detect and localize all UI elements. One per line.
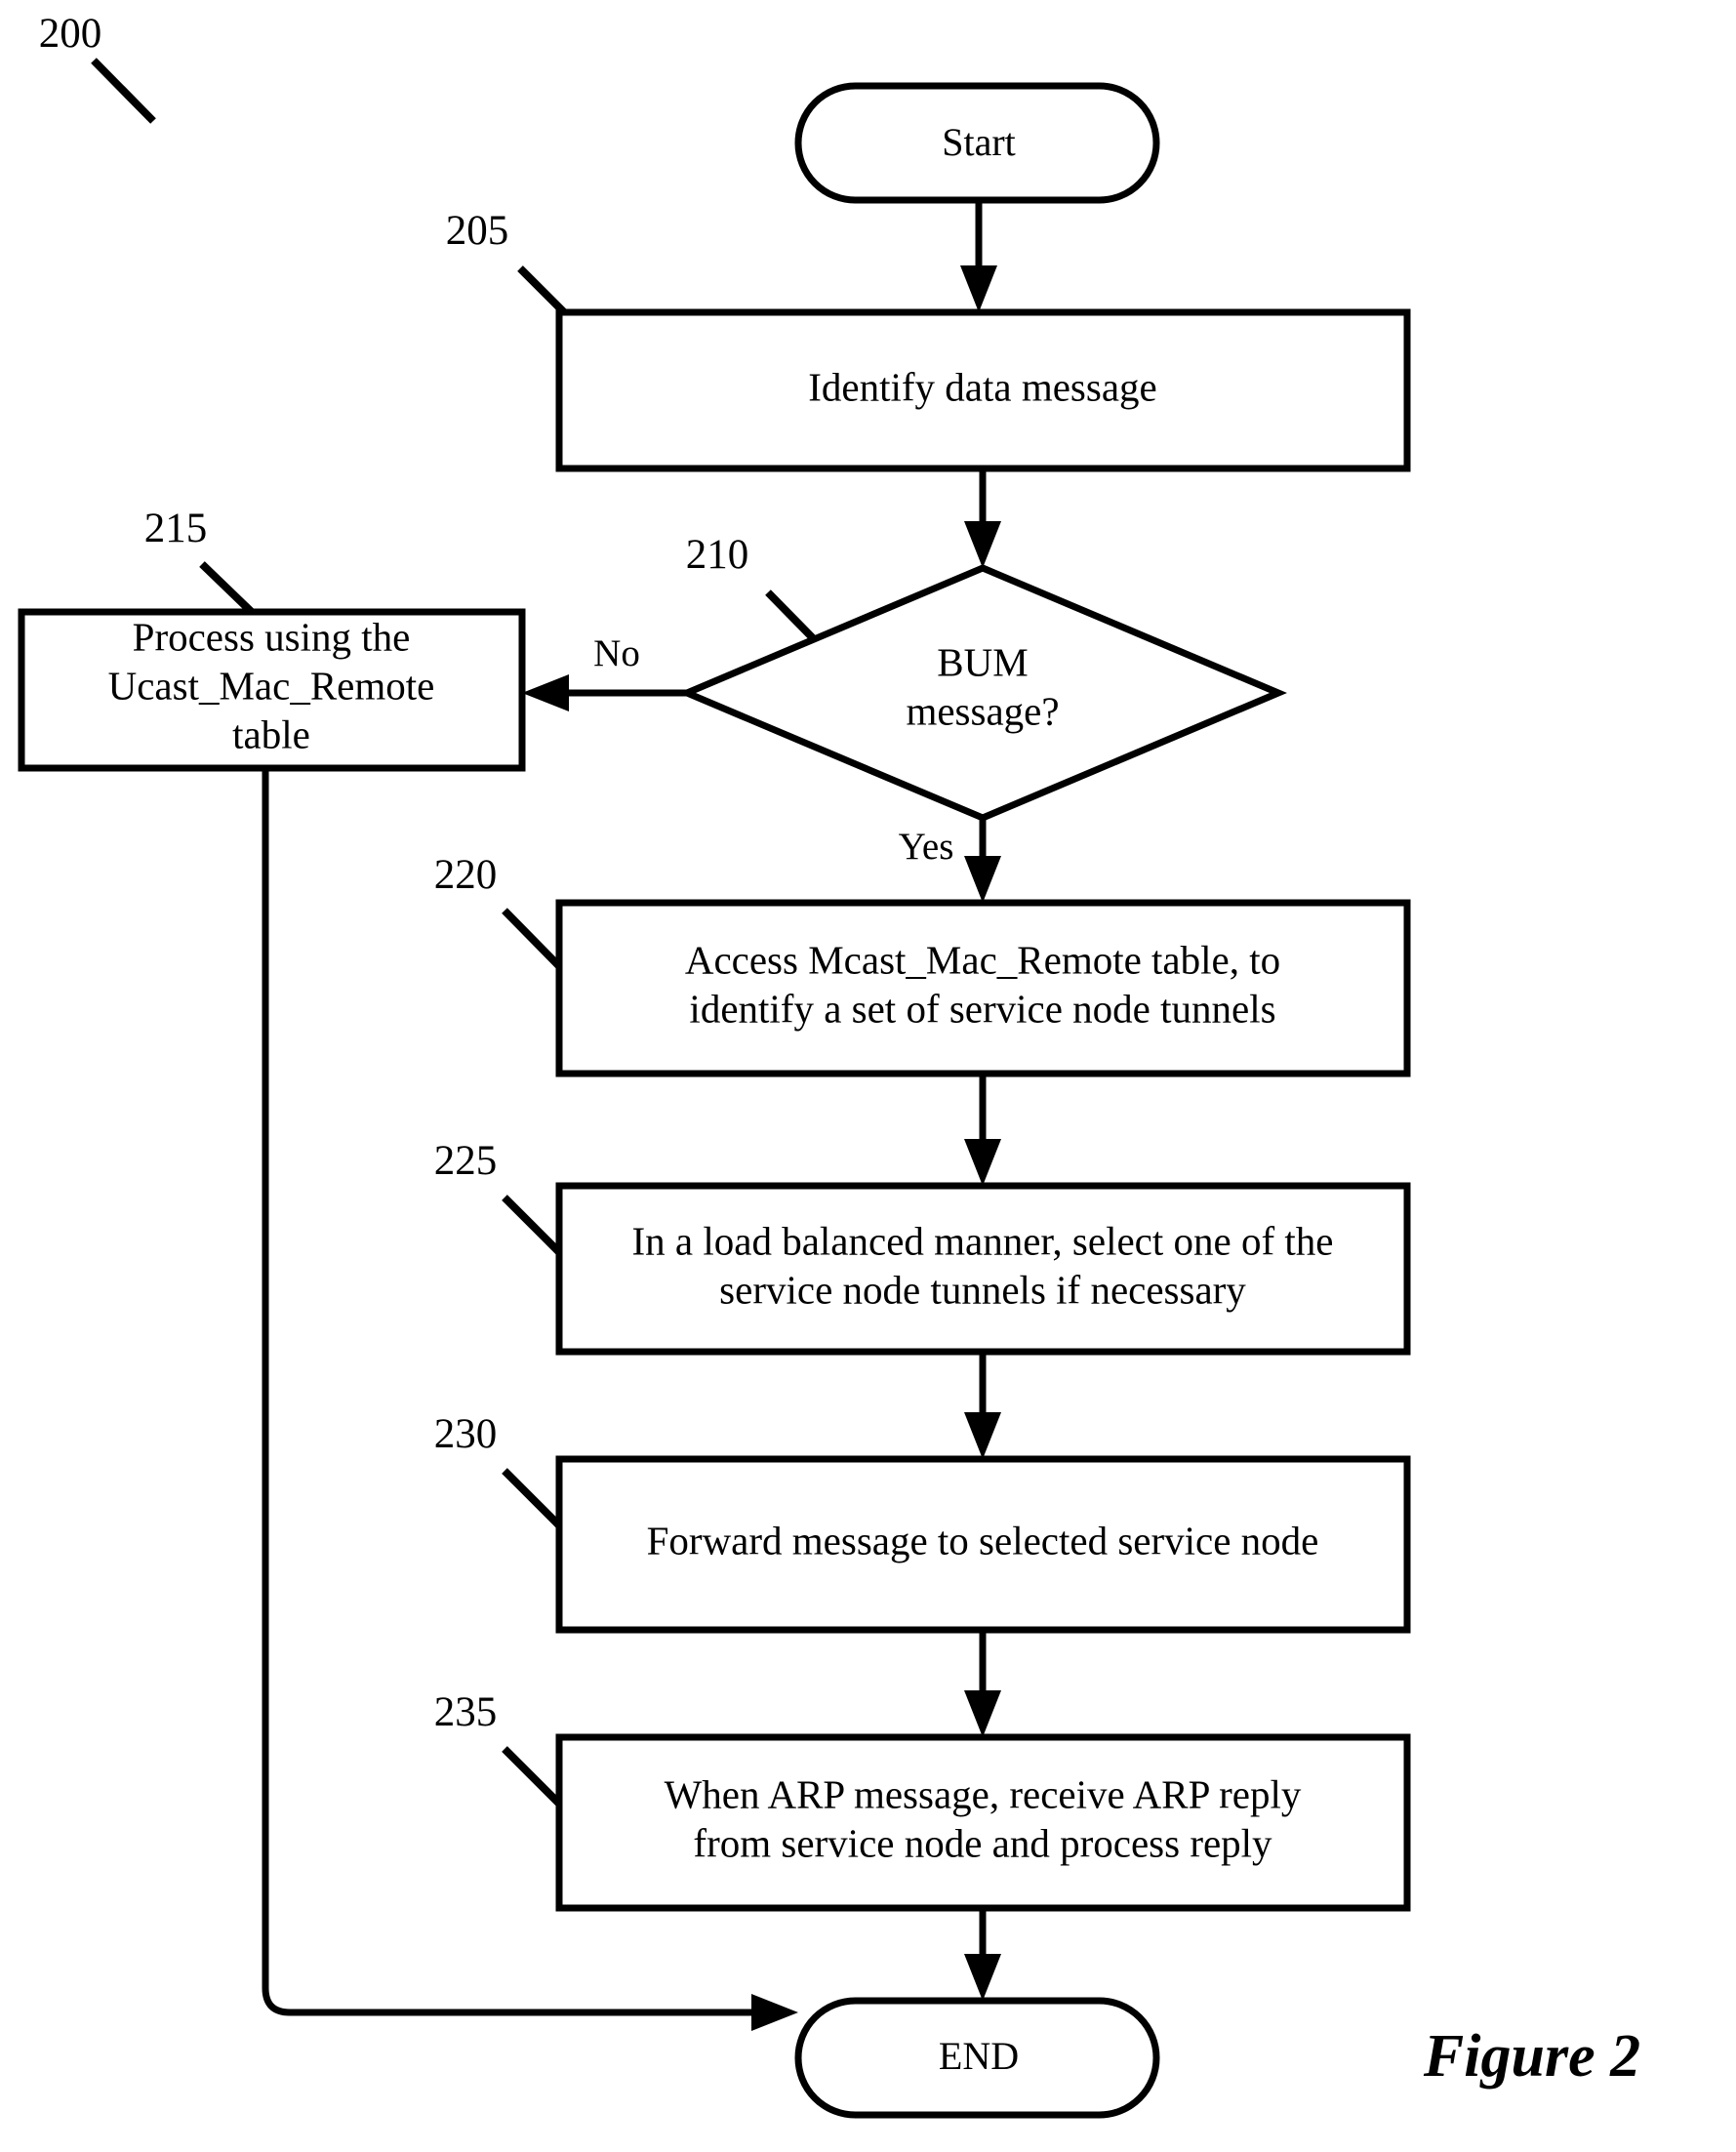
ref-num-210: 210: [686, 532, 749, 578]
process-box-215: [18, 608, 526, 772]
edge-label-yes: Yes: [899, 826, 954, 868]
ref-num-230: 230: [434, 1411, 498, 1457]
edge-label-no: No: [593, 632, 640, 674]
arrowhead-start-to-205: [960, 265, 997, 312]
leader-line-225: [502, 1195, 562, 1255]
process-box-220-line-1: Access Mcast_Mac_Remote table, to: [685, 937, 1280, 982]
end-node-label: END: [939, 2034, 1019, 2078]
arrowhead-220-to-225: [964, 1139, 1001, 1186]
process-box-215-line-1: Process using the: [133, 614, 411, 659]
arrowhead-210-yes-to-220: [964, 856, 1001, 903]
process-box-235-line-1: When ARP message, receive ARP reply: [665, 1771, 1302, 1816]
leader-line-235: [502, 1746, 562, 1807]
process-box-230: [555, 1455, 1411, 1634]
leader-line-210: [765, 589, 823, 648]
leader-line-200: [91, 58, 156, 124]
connector-215-to-end: [262, 768, 775, 2016]
process-box-205: [555, 308, 1411, 472]
ref-num-205: 205: [446, 208, 509, 254]
process-box-225-line-1: In a load balanced manner, select one of…: [632, 1218, 1334, 1263]
ref-num-200: 200: [39, 11, 102, 57]
arrowhead-225-to-230: [964, 1412, 1001, 1459]
ref-num-220: 220: [434, 852, 498, 898]
process-box-230-line-1: Forward message to selected service node: [647, 1518, 1319, 1563]
arrowhead-205-to-210: [964, 521, 1001, 568]
process-box-235: [555, 1733, 1411, 1912]
process-box-215-line-2: Ucast_Mac_Remote: [108, 663, 435, 708]
leader-line-220: [502, 908, 562, 969]
leader-line-230: [502, 1468, 562, 1528]
arrowhead-215-to-end: [751, 1994, 798, 2031]
arrowhead-210-no-to-215: [522, 674, 569, 711]
start-node-label: Start: [942, 120, 1016, 164]
end-node: [794, 1997, 1160, 2119]
ref-num-235: 235: [434, 1689, 498, 1735]
ref-num-225: 225: [434, 1138, 498, 1184]
leader-line-205: [517, 265, 567, 315]
arrowhead-230-to-235: [964, 1690, 1001, 1737]
process-box-220-line-2: identify a set of service node tunnels: [689, 986, 1275, 1031]
process-box-205-line-1: Identify data message: [808, 364, 1156, 409]
figure-caption: Figure 2: [1423, 2023, 1640, 2090]
process-box-215-line-3: table: [232, 711, 310, 756]
ref-num-215: 215: [144, 506, 208, 551]
decision-210-line-1: BUM: [937, 639, 1028, 684]
process-box-225-line-2: service node tunnels if necessary: [719, 1267, 1246, 1312]
arrowhead-235-to-end: [964, 1954, 1001, 2001]
decision-210-line-2: message?: [906, 688, 1059, 733]
process-box-225: [555, 1182, 1411, 1356]
process-box-235-line-2: from service node and process reply: [693, 1820, 1272, 1865]
